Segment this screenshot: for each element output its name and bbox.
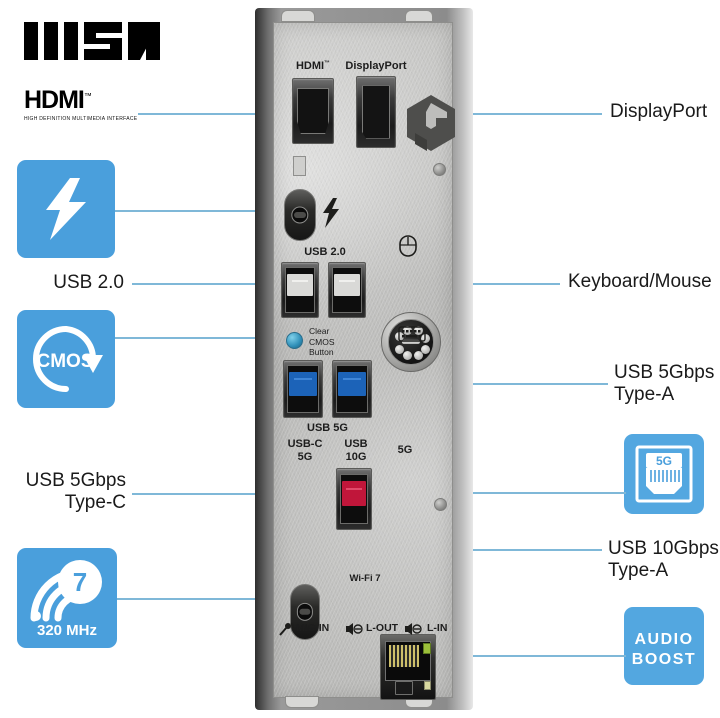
lead-line-usb20 [132, 283, 272, 285]
displayport-port[interactable] [356, 76, 396, 148]
usb20-port-upper[interactable] [281, 262, 319, 318]
lightning-bolt-icon [46, 178, 86, 240]
thunderbolt-badge [17, 160, 115, 258]
lead-line-lan5g [436, 492, 626, 494]
mount-tab-top-left [281, 10, 315, 22]
usb5g-port-upper[interactable] [283, 360, 323, 418]
hdmi-wordmark-text: HDMI [24, 86, 85, 114]
wifi7-badge: 7 320 MHz [17, 548, 117, 648]
lead-line-wifi7 [117, 598, 292, 600]
hdmi-logo: HDMI™ HIGH DEFINITION MULTIMEDIA INTERFA… [24, 86, 138, 123]
lead-line-thunderbolt [115, 210, 275, 212]
rear-io-shield: HDMI™ DisplayPort [255, 8, 473, 710]
audio-boost-line2: BOOST [632, 651, 696, 668]
screw-hole-top [433, 163, 446, 176]
silk-label-usbc5g: USB-C 5G [287, 438, 323, 464]
msi-shield-emblem [405, 93, 457, 158]
mount-tab-top-right [405, 10, 433, 22]
ps2-keyboard-mouse-port[interactable] [381, 312, 441, 372]
audio-boost-line1: AUDIO [634, 631, 693, 648]
silk-label-line-in: L-IN [427, 622, 448, 634]
usb20-port-lower[interactable] [328, 262, 366, 318]
audio-boost-badge: AUDIO BOOST [624, 607, 704, 685]
lead-line-usb5g-a [360, 383, 608, 385]
callout-displayport: DisplayPort [610, 101, 708, 122]
silk-label-mic-in: MIC-IN [296, 622, 330, 634]
silk-label-usb20: USB 2.0 [304, 246, 346, 258]
lead-line-audio-boost [470, 655, 626, 657]
cmos-badge: CMOS [17, 310, 115, 408]
mouse-icon [398, 234, 418, 263]
circular-arrow-icon: CMOS [33, 326, 103, 392]
screw-hole-middle [434, 498, 447, 511]
lan-5g-badge: 5G [624, 434, 704, 514]
mount-tab-bottom-left [285, 696, 319, 708]
panel-vent-slot [293, 156, 306, 176]
usb10g-port[interactable] [336, 468, 372, 530]
thunderbolt-icon [321, 198, 341, 233]
hdmi-port[interactable] [292, 78, 334, 144]
callout-usb5g-type-c: USB 5Gbps Type-C [25, 470, 126, 514]
speaker-in-icon [404, 622, 424, 641]
silk-label-displayport: DisplayPort [345, 60, 407, 72]
silk-label-hdmi: HDMI™ [295, 60, 331, 72]
microphone-icon [279, 622, 295, 641]
lan-rj45-port[interactable] [380, 634, 436, 700]
keyboard-icon [398, 326, 426, 347]
callout-keyboard-mouse: Keyboard/Mouse [568, 271, 712, 292]
silk-label-lan5g: 5G [397, 444, 413, 456]
wifi7-bandwidth-label: 320 MHz [37, 622, 97, 639]
wifi7-number: 7 [73, 567, 87, 597]
silk-label-line-out: L-OUT [366, 622, 399, 634]
msi-logo [22, 18, 162, 64]
lan-5g-badge-label: 5G [656, 454, 672, 468]
callout-usb5g-type-a: USB 5Gbps Type-A [614, 362, 715, 406]
thunderbolt-usbc-port[interactable] [284, 189, 316, 241]
silk-label-clear-cmos: Clear CMOS Button [309, 326, 335, 358]
rj45-jack-icon: 5G [635, 445, 693, 503]
wifi-signal-icon: 7 320 MHz [30, 560, 102, 639]
usbc5g-port[interactable] [290, 584, 320, 640]
lead-line-usb5g-c [132, 493, 292, 495]
usb5g-port-lower[interactable] [332, 360, 372, 418]
callout-usb20: USB 2.0 [53, 272, 124, 293]
lead-line-cmos [115, 337, 290, 339]
silk-label-usb5g: USB 5G [307, 422, 348, 434]
silk-label-wifi7: Wi-Fi 7 [349, 573, 381, 584]
hdmi-trademark: ™ [83, 91, 92, 101]
cmos-badge-label: CMOS [37, 351, 94, 372]
callout-usb10g-type-a: USB 10Gbps Type-A [608, 538, 719, 582]
hdmi-subtitle: HIGH DEFINITION MULTIMEDIA INTERFACE [24, 116, 138, 122]
silk-label-usb10g: USB 10G [344, 438, 368, 464]
clear-cmos-button[interactable] [286, 332, 303, 349]
lead-line-displayport [462, 113, 602, 115]
lead-line-usb10g-h [345, 549, 602, 551]
lead-line-hdmi [138, 113, 256, 115]
lead-line-keyboard-mouse [400, 283, 560, 285]
speaker-out-icon [345, 622, 365, 641]
